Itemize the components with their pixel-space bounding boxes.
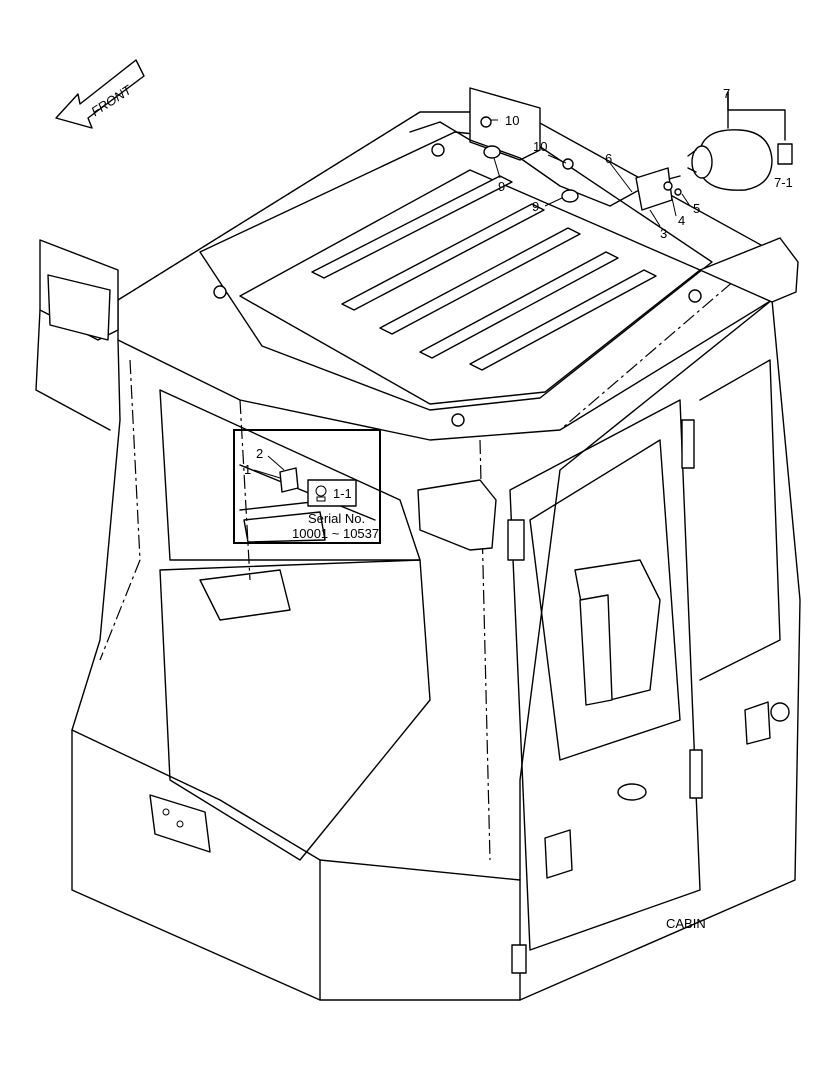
callout-4: 4 — [678, 213, 685, 228]
callout-3: 3 — [660, 226, 667, 241]
front-arrow: FRONT — [55, 59, 145, 129]
callout-7: 7 — [723, 86, 730, 101]
callout-6: 6 — [605, 151, 612, 166]
callout-10a: 10 — [505, 113, 519, 128]
side-mirror-left — [35, 239, 119, 431]
callout-5: 5 — [693, 201, 700, 216]
cabin-roof — [117, 111, 773, 441]
inset-switch-detail — [233, 429, 381, 544]
bulb-icon — [315, 485, 327, 502]
callout-1: 1 — [244, 462, 251, 477]
callout-2: 2 — [256, 446, 263, 461]
callout-9a: 9 — [498, 179, 505, 194]
cabin-door — [507, 359, 790, 974]
callout-9b: 9 — [532, 199, 539, 214]
beacon-lamp — [687, 91, 793, 191]
callout-10b: 10 — [533, 139, 547, 154]
callout-7-1: 7-1 — [774, 175, 793, 190]
cabin-body — [71, 299, 801, 1001]
leader-lines — [490, 119, 691, 227]
side-mirror-right — [417, 237, 799, 706]
wiring-harness — [409, 116, 682, 211]
diagram-caption: CABIN — [666, 916, 706, 931]
roof-rear-mirror — [469, 87, 541, 161]
callout-labels: 1 2 3 4 5 6 7 7-1 9 9 10 10 — [244, 86, 793, 477]
inset-serial-label: Serial No. — [308, 511, 365, 526]
inset-part-label: 1-1 — [333, 486, 352, 501]
inset-serial-range: 10001 ~ 10537 — [292, 526, 379, 541]
